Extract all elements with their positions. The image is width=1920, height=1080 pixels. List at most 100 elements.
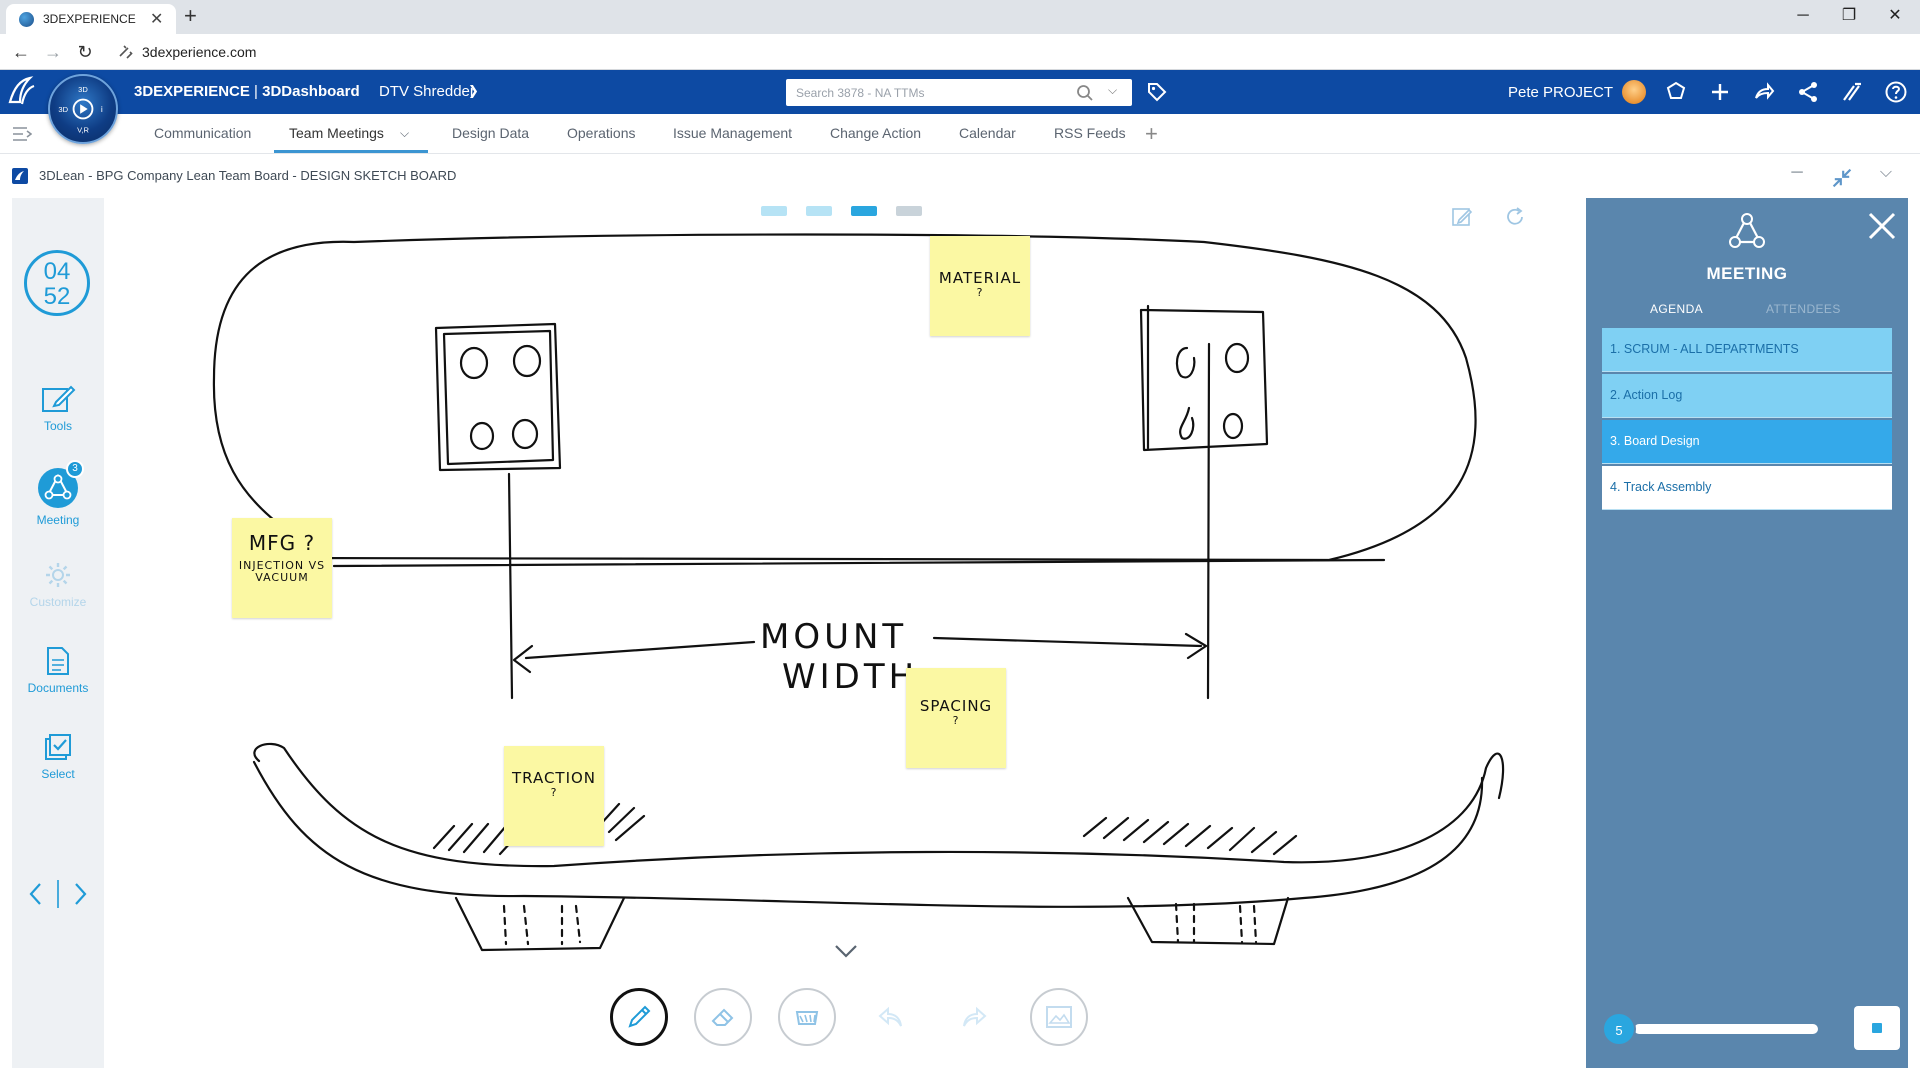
previous-page-icon[interactable] — [29, 883, 41, 905]
forward-share-icon[interactable] — [1752, 80, 1776, 104]
share-message-icon[interactable] — [1664, 80, 1688, 104]
meeting-panel-title: MEETING — [1706, 264, 1788, 283]
meeting-icon: 3 — [38, 460, 84, 508]
tab-communication[interactable]: Communication — [154, 125, 252, 141]
rail-item-meeting[interactable]: 3 Meeting — [12, 460, 104, 527]
compass-icon[interactable]: 3D 3D i V,R — [48, 74, 118, 144]
refresh-icon[interactable] — [1504, 206, 1526, 228]
browser-tab[interactable]: 3DEXPERIENCE ✕ — [6, 4, 176, 34]
tab-design-data[interactable]: Design Data — [452, 125, 530, 141]
rail-item-customize[interactable]: Customize — [12, 560, 104, 609]
insert-image-button[interactable] — [1030, 988, 1088, 1046]
agenda-item-board-design[interactable]: 3. Board Design — [1602, 420, 1892, 464]
sticky-note-material[interactable]: MATERIAL ? — [930, 236, 1030, 336]
agenda-item-action-log[interactable]: 2. Action Log — [1602, 374, 1892, 418]
menu-collapse-icon[interactable] — [12, 126, 32, 142]
apps-tools-icon[interactable] — [1840, 80, 1864, 104]
rail-item-select[interactable]: Select — [12, 732, 104, 781]
rail-label-select: Select — [41, 767, 75, 781]
agenda-item-track-assembly[interactable]: 4. Track Assembly — [1602, 466, 1892, 510]
sticky-note-spacing[interactable]: SPACING ? — [906, 668, 1006, 768]
search-icon[interactable] — [1076, 84, 1094, 102]
minimize-window-icon[interactable]: ─ — [1797, 7, 1809, 24]
gear-icon — [46, 563, 70, 587]
page-dot-2[interactable] — [806, 206, 832, 216]
meeting-icon — [1729, 213, 1765, 248]
timer-minutes: 04 — [43, 258, 71, 285]
undo-button[interactable] — [871, 998, 911, 1038]
meeting-slider-knob[interactable]: 5 — [1602, 1012, 1636, 1046]
close-panel-icon[interactable] — [1864, 208, 1900, 244]
mount-line-left-stroke — [507, 472, 514, 700]
site-settings-icon[interactable] — [118, 44, 134, 60]
tag-icon[interactable] — [1146, 81, 1168, 103]
clear-tool-button[interactable] — [778, 988, 836, 1046]
tab-team-meetings[interactable]: Team Meetings — [289, 125, 384, 141]
add-tab-icon[interactable]: + — [1145, 121, 1158, 146]
truck-plate-left-inner-stroke — [442, 329, 555, 466]
back-icon[interactable]: ← — [12, 42, 30, 62]
search-options-chevron-icon[interactable]: ⌵ — [1108, 83, 1118, 97]
brand-name: 3DEXPERIENCE — [134, 83, 250, 100]
sticky-material-sub: ? — [976, 285, 984, 299]
close-window-icon[interactable]: ✕ — [1888, 7, 1902, 24]
tab-options-chevron-icon[interactable]: ⌵ — [400, 126, 410, 140]
reload-icon[interactable]: ↻ — [77, 42, 93, 62]
user-name[interactable]: Pete PROJECT — [1508, 84, 1614, 101]
forward-icon[interactable]: → — [44, 42, 62, 62]
address-bar: ← → ↻ 3dexperience.com — [0, 34, 1920, 70]
new-tab-icon[interactable]: + — [184, 3, 197, 28]
dassault-logo-icon[interactable] — [6, 74, 38, 108]
widget-menu-chevron-icon[interactable]: ⌵ — [1879, 164, 1893, 181]
url-text[interactable]: 3dexperience.com — [142, 44, 257, 60]
truck-side-left-stroke — [454, 896, 626, 952]
redo-button[interactable] — [954, 998, 994, 1038]
share-network-icon[interactable] — [1796, 80, 1820, 104]
restore-window-icon[interactable]: ❐ — [1841, 7, 1857, 24]
tab-attendees[interactable]: ATTENDEES — [1766, 302, 1841, 316]
rail-item-documents[interactable]: Documents — [12, 646, 104, 695]
user-avatar[interactable] — [1622, 80, 1646, 104]
deck-side-stroke — [253, 742, 1505, 868]
next-page-icon[interactable] — [75, 883, 87, 905]
active-tab-indicator — [274, 150, 428, 153]
sketch-board-canvas[interactable]: MOUNT WIDTH MATERIAL ? MFG ? INJECTION V… — [104, 198, 1586, 1068]
image-icon — [1046, 1006, 1072, 1028]
page-dot-3[interactable] — [851, 206, 877, 216]
tab-calendar[interactable]: Calendar — [959, 125, 1016, 141]
page-dot-4[interactable] — [896, 206, 922, 216]
chevron-down-icon[interactable] — [831, 941, 861, 961]
edit-board-icon[interactable] — [1451, 206, 1473, 228]
tools-icon — [42, 385, 76, 412]
minimize-widget-icon[interactable]: ─ — [1791, 164, 1803, 181]
dashboard-name[interactable]: DTV Shredder — [379, 83, 475, 100]
pen-tool-button[interactable] — [610, 988, 668, 1046]
rail-item-tools[interactable]: Tools — [12, 384, 104, 433]
tab-issue-management[interactable]: Issue Management — [673, 125, 793, 141]
plus-icon[interactable] — [1708, 80, 1732, 104]
meeting-slider-track[interactable] — [1634, 1024, 1818, 1034]
stop-meeting-button[interactable] — [1854, 1006, 1900, 1050]
tab-agenda[interactable]: AGENDA — [1650, 302, 1704, 316]
browser-tab-title: 3DEXPERIENCE — [43, 12, 136, 26]
chevron-down-icon[interactable]: ❯ — [468, 83, 479, 98]
rail-label-tools: Tools — [43, 419, 72, 433]
deck-bottom-stroke — [252, 760, 1484, 908]
select-icon — [45, 734, 71, 760]
tab-rss-feeds[interactable]: RSS Feeds — [1054, 125, 1126, 141]
mount-arrow-right-stroke — [932, 636, 1203, 648]
help-icon[interactable] — [1884, 80, 1908, 104]
sticky-mfg-sub: INJECTION VS VACUUM — [238, 559, 326, 585]
tab-operations[interactable]: Operations — [567, 125, 636, 141]
close-tab-icon[interactable]: ✕ — [150, 11, 164, 28]
restore-widget-icon[interactable] — [1830, 166, 1854, 190]
tab-change-action[interactable]: Change Action — [830, 125, 922, 141]
search-input[interactable] — [786, 79, 1132, 106]
sticky-note-mfg[interactable]: MFG ? INJECTION VS VACUUM — [232, 518, 332, 618]
agenda-item-scrum[interactable]: 1. SCRUM - ALL DEPARTMENTS — [1602, 328, 1892, 372]
width-label: WIDTH — [782, 657, 918, 697]
truck-plate-right-line-stroke — [1206, 342, 1211, 700]
page-dot-1[interactable] — [761, 206, 787, 216]
eraser-tool-button[interactable] — [694, 988, 752, 1046]
sticky-note-traction[interactable]: TRACTION ? — [504, 746, 604, 846]
